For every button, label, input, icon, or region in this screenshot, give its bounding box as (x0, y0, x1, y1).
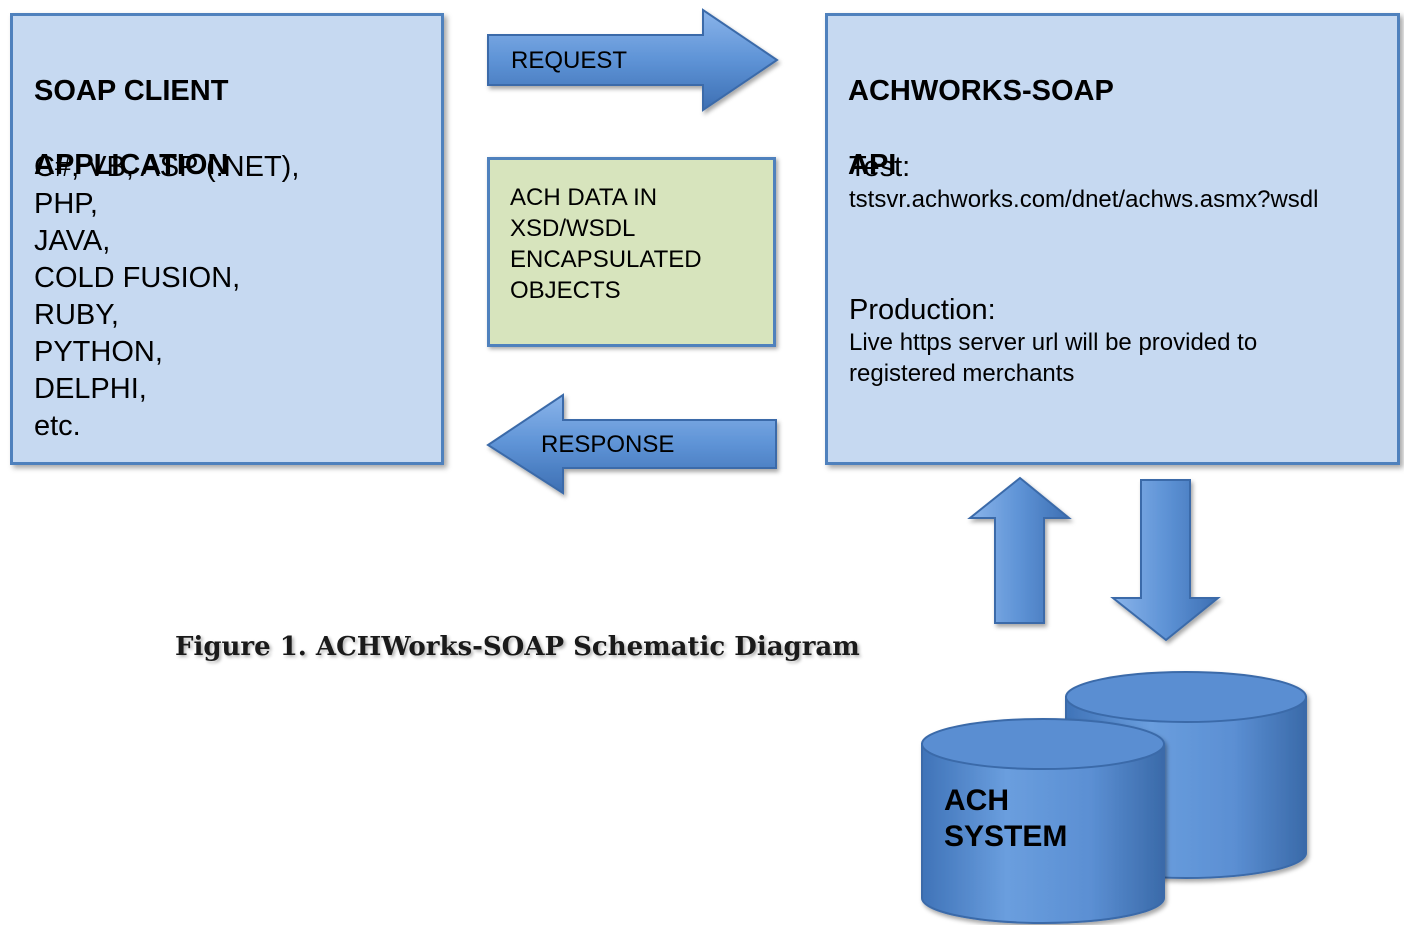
test-label: Test: (849, 151, 911, 183)
request-arrow (487, 8, 779, 112)
language-item: RUBY, (34, 299, 119, 331)
language-item: DELPHI, (34, 373, 147, 405)
language-item: etc. (34, 410, 81, 442)
test-url: tstsvr.achworks.com/dnet/achws.asmx?wsdl (849, 186, 1319, 213)
language-item: COLD FUSION, (34, 262, 241, 294)
ach-data-text: ACH DATA IN XSD/WSDL ENCAPSULATED OBJECT… (510, 182, 702, 306)
ach-data-line: ENCAPSULATED (510, 246, 702, 273)
ach-system-label-line2: SYSTEM (944, 820, 1068, 853)
api-title-line2: API (848, 149, 897, 181)
api-title: ACHWORKS-SOAP API (848, 36, 1114, 221)
response-arrow (486, 393, 777, 495)
database-cylinder-front (921, 718, 1165, 924)
ach-data-box: ACH DATA IN XSD/WSDL ENCAPSULATED OBJECT… (487, 157, 776, 347)
ach-data-line: OBJECTS (510, 277, 621, 304)
client-title: SOAP CLIENT APPLICATION (34, 36, 228, 221)
language-item: PHP, (34, 188, 98, 220)
client-title-line2: APPLICATION (34, 149, 229, 181)
ach-system-label: ACH SYSTEM (944, 783, 1067, 855)
ach-data-line: XSD/WSDL (510, 215, 636, 242)
achworks-api-box: ACHWORKS-SOAP API Test: tstsvr.achworks.… (825, 13, 1400, 465)
response-label: RESPONSE (541, 431, 675, 458)
down-arrow (1110, 479, 1221, 642)
production-label: Production: (849, 294, 996, 326)
figure-caption: Figure 1. ACHWorks-SOAP Schematic Diagra… (175, 632, 860, 662)
up-arrow (967, 476, 1072, 624)
request-label: REQUEST (511, 47, 628, 74)
client-languages-list: C#, VB, ASP (.NET), PHP, JAVA, COLD FUSI… (34, 149, 299, 445)
language-item: JAVA, (34, 225, 111, 257)
language-item: C#, VB, ASP (.NET), (34, 151, 300, 183)
production-line: registered merchants (849, 360, 1075, 387)
soap-client-box: SOAP CLIENT APPLICATION C#, VB, ASP (.NE… (10, 13, 444, 465)
api-title-line1: ACHWORKS-SOAP (848, 75, 1114, 107)
ach-data-line: ACH DATA IN (510, 184, 658, 211)
production-text: Live https server url will be provided t… (849, 327, 1257, 389)
production-line: Live https server url will be provided t… (849, 329, 1258, 356)
client-title-line1: SOAP CLIENT (34, 75, 229, 107)
ach-system-label-line1: ACH (944, 784, 1009, 817)
language-item: PYTHON, (34, 336, 163, 368)
